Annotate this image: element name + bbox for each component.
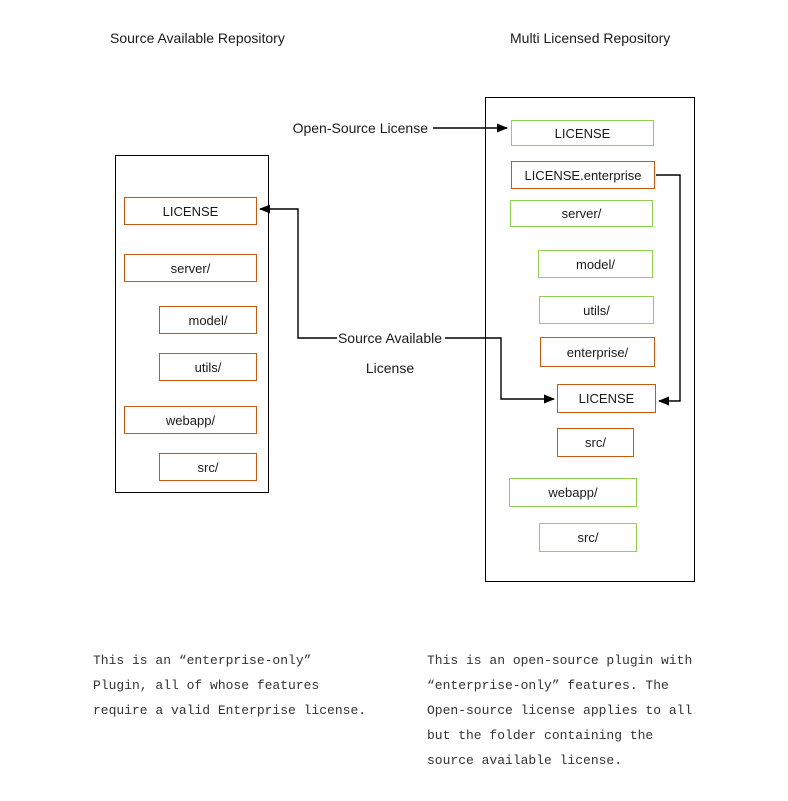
right-repo-box-src-enterprise: src/: [557, 428, 634, 457]
right-repo-box-utils: utils/: [539, 296, 654, 324]
left-repo-box-src: src/: [159, 453, 257, 481]
left-repo-box-license: LICENSE: [124, 197, 257, 225]
source-available-license-arrow-left: [259, 204, 337, 339]
left-repo-box-model: model/: [159, 306, 257, 334]
right-repo-box-license-open: LICENSE: [511, 120, 654, 146]
right-repo-title: Multi Licensed Repository: [510, 30, 671, 46]
left-repo-container: [115, 155, 269, 493]
left-repo-box-webapp: webapp/: [124, 406, 257, 434]
left-repo-box-utils: utils/: [159, 353, 257, 381]
left-repo-title: Source Available Repository: [110, 30, 285, 46]
right-repo-box-enterprise: enterprise/: [540, 337, 655, 367]
right-repo-box-src: src/: [539, 523, 637, 552]
right-repo-box-server: server/: [510, 200, 653, 227]
left-repo-box-server: server/: [124, 254, 257, 282]
right-repo-box-webapp: webapp/: [509, 478, 637, 507]
right-repo-container: [485, 97, 695, 582]
source-available-license-label: Source Available License: [337, 330, 443, 376]
right-repo-box-license-source-available: LICENSE: [557, 384, 656, 413]
open-source-license-label: Open-Source License: [292, 120, 428, 136]
right-repo-box-model: model/: [538, 250, 653, 278]
right-repo-box-license-enterprise: LICENSE.enterprise: [511, 161, 655, 189]
right-repo-caption: This is an open-source plugin with “ente…: [427, 653, 693, 768]
left-repo-caption: This is an “enterprise-only” Plugin, all…: [93, 653, 367, 718]
